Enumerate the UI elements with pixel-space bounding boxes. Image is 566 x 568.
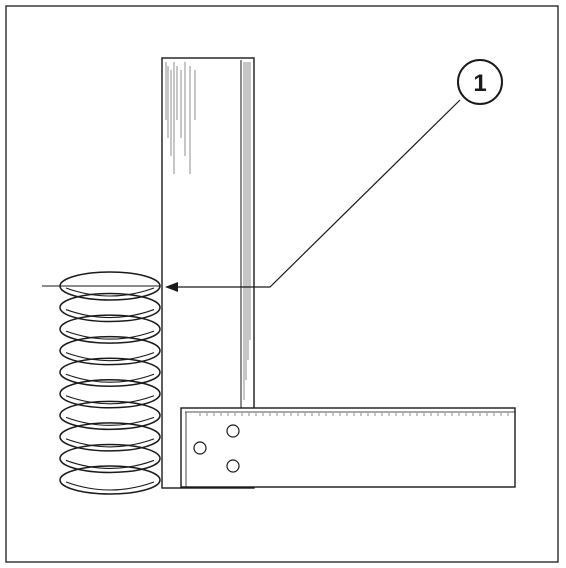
spring-coil <box>59 357 161 387</box>
spring-coil <box>59 422 161 452</box>
spring-coil-inner <box>65 373 155 383</box>
spring-coil-inner <box>65 481 155 491</box>
spring-coil-inner <box>65 287 155 297</box>
plate-shading <box>199 413 509 416</box>
spring-coil <box>59 379 161 409</box>
spring-coil <box>59 443 161 474</box>
post-shading <box>165 62 251 400</box>
spring-coil-inner <box>65 416 155 426</box>
spring-coil <box>59 400 161 431</box>
spring-coil <box>59 292 161 323</box>
callout-1: 1 <box>457 59 503 105</box>
spring-coil <box>59 335 161 366</box>
bracket-plate <box>180 407 516 488</box>
coil-spring <box>59 271 161 495</box>
mounting-hole <box>226 459 240 473</box>
mounting-hole <box>226 424 240 438</box>
spring-coil-inner <box>65 459 155 469</box>
spring-coil <box>59 314 161 344</box>
spring-coil-inner <box>65 395 155 405</box>
leader-line <box>168 99 461 288</box>
diagram-frame <box>5 5 559 563</box>
spring-coil-inner <box>65 330 155 340</box>
spring-coil-inner <box>65 438 155 448</box>
spring-coil-inner <box>65 309 155 319</box>
spring-coil <box>59 465 161 495</box>
callout-label: 1 <box>473 70 486 97</box>
spring-coil-inner <box>65 352 155 362</box>
leader-arrowhead <box>165 282 178 292</box>
mounting-hole <box>193 441 207 455</box>
